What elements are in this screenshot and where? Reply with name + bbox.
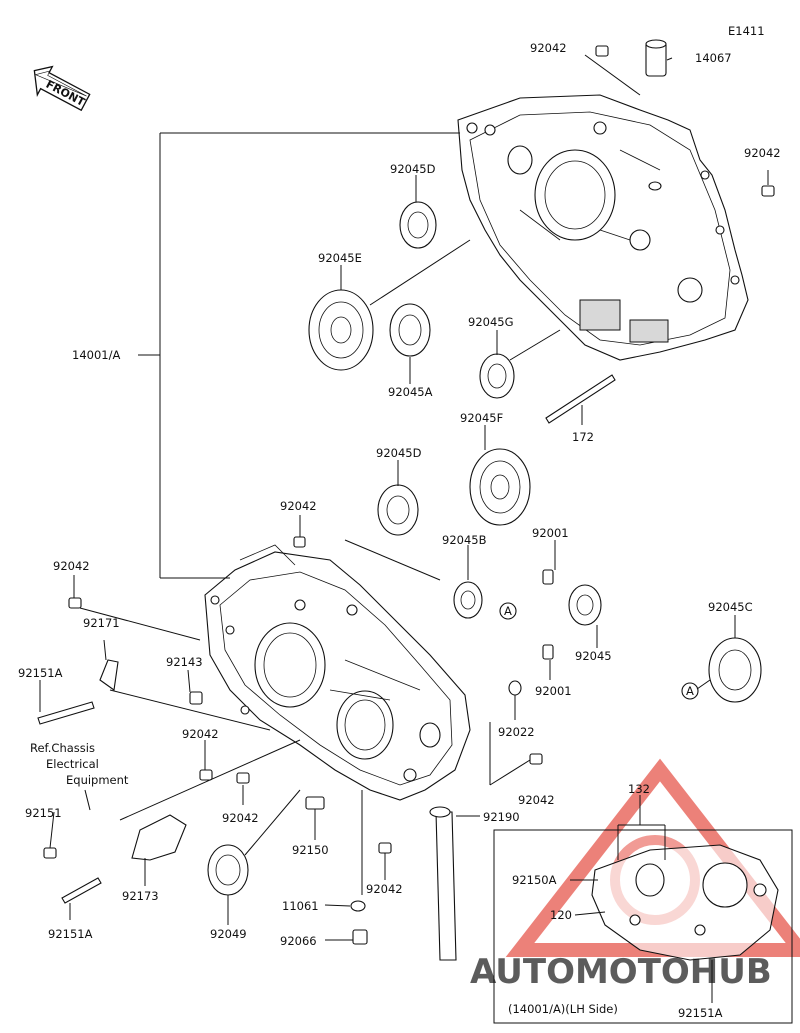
bearing-92045C xyxy=(708,637,762,703)
label-92042-mid: 92042 xyxy=(280,499,317,513)
bearing-92045D-top xyxy=(399,201,437,249)
label-92151A-inset: 92151A xyxy=(678,1006,723,1020)
stud-172 xyxy=(545,374,616,424)
dowel-pins xyxy=(68,45,775,854)
label-92042-center: 92042 xyxy=(222,811,259,825)
label-92042-right: 92042 xyxy=(744,146,781,160)
bearing-92045D-mid xyxy=(377,484,419,536)
bearing-92045F xyxy=(469,448,531,526)
label-92045E: 92045E xyxy=(318,251,362,265)
label-92042-low: 92042 xyxy=(182,727,219,741)
upper-crankcase xyxy=(457,94,749,361)
label-92001-top: 92001 xyxy=(532,526,569,540)
bearing-92045A xyxy=(389,303,431,357)
label-11061: 11061 xyxy=(282,899,319,913)
ref-note-line-1: Ref.Chassis xyxy=(30,741,95,755)
ref-marker-a2-label: A xyxy=(686,684,694,698)
label-172: 172 xyxy=(572,430,594,444)
label-92150: 92150 xyxy=(292,843,329,857)
label-92042-lowright: 92042 xyxy=(518,793,555,807)
ref-marker-a1-label: A xyxy=(504,604,512,618)
lower-crankcase xyxy=(204,544,471,801)
ref-marker-a1: A xyxy=(499,602,517,620)
label-92045: 92045 xyxy=(575,649,612,663)
label-92143: 92143 xyxy=(166,655,203,669)
oil-seal-92049 xyxy=(207,844,249,896)
label-92066: 92066 xyxy=(280,934,317,948)
label-92151: 92151 xyxy=(25,806,62,820)
leader-lines xyxy=(39,54,769,941)
clamp-92171 xyxy=(99,659,119,691)
label-92045C: 92045C xyxy=(708,600,753,614)
label-92049: 92049 xyxy=(210,927,247,941)
label-132: 132 xyxy=(628,782,650,796)
hose-92190 xyxy=(429,806,457,961)
inset-lh-side: (14001/A)(LH Side) xyxy=(493,795,793,1024)
bearing-92045E xyxy=(308,289,374,371)
label-92151A-top: 92151A xyxy=(18,666,63,680)
label-14001A: 14001/A xyxy=(72,348,120,362)
label-14067: 14067 xyxy=(695,51,732,65)
label-92045D-top: 92045D xyxy=(390,162,436,176)
label-92045D-mid: 92045D xyxy=(376,446,422,460)
label-92171: 92171 xyxy=(83,616,120,630)
label-92045G: 92045G xyxy=(468,315,514,329)
watermark-text: AUTOMOTOHUB xyxy=(470,952,772,992)
bearing-92045B xyxy=(453,581,483,619)
diagram-code: E1411 xyxy=(728,24,765,38)
label-120: 120 xyxy=(550,908,572,922)
label-92173: 92173 xyxy=(122,889,159,903)
label-92150A: 92150A xyxy=(512,873,557,887)
label-92151A-bottom: 92151A xyxy=(48,927,93,941)
ref-note-line-2: Electrical xyxy=(46,757,99,771)
bracket-92173 xyxy=(131,814,187,861)
bearing-92045 xyxy=(568,584,602,626)
sleeve-14067 xyxy=(645,39,667,77)
inset-caption: (14001/A)(LH Side) xyxy=(508,1002,618,1016)
label-92045A: 92045A xyxy=(388,385,433,399)
ref-marker-a2: A xyxy=(681,682,699,700)
label-92190: 92190 xyxy=(483,810,520,824)
label-92045F: 92045F xyxy=(460,411,503,425)
label-92001-mid: 92001 xyxy=(535,684,572,698)
label-92042-top: 92042 xyxy=(530,41,567,55)
label-92042-bottom: 92042 xyxy=(366,882,403,896)
label-92022: 92022 xyxy=(498,725,535,739)
ref-note-line-3: Equipment xyxy=(66,773,129,787)
part-labels: 92042 14067 92042 92045D 92045E 92045G 1… xyxy=(18,41,781,1020)
bearing-92045G xyxy=(479,353,515,399)
front-arrow-icon: FRONT xyxy=(33,65,91,112)
label-92045B: 92045B xyxy=(442,533,487,547)
bolts xyxy=(37,569,554,945)
label-92042-left: 92042 xyxy=(53,559,90,573)
